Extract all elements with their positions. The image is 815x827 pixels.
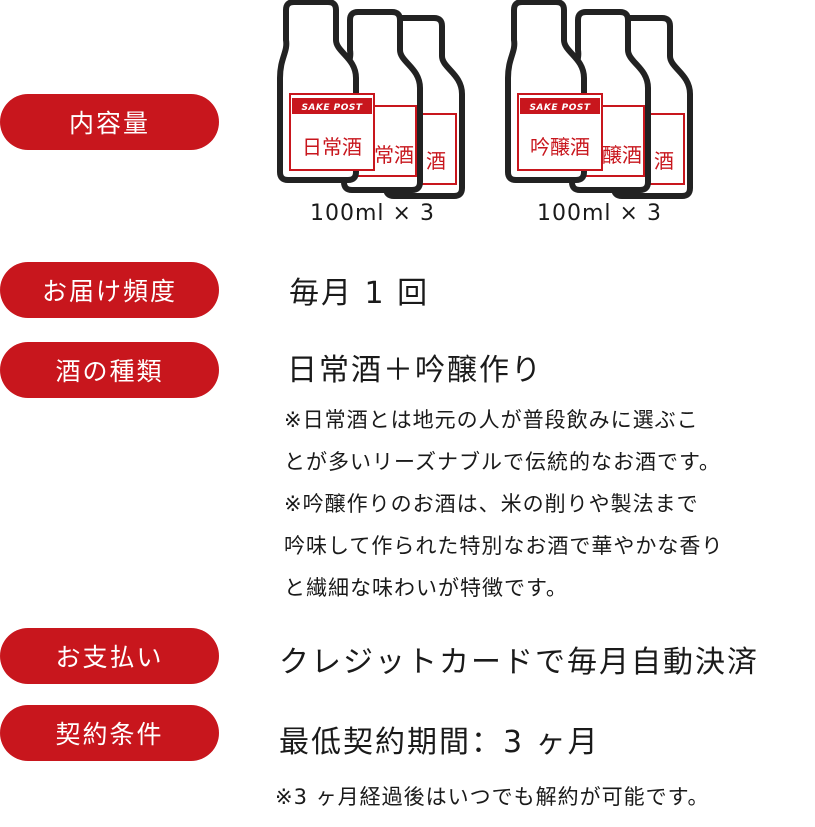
contract-terms-note: ※3 ヶ月経過後はいつでも解約が可能です。 <box>275 785 710 809</box>
label-sake-types-text: 酒の種類 <box>55 357 164 386</box>
frequency-value: 毎月 1 回 <box>289 276 430 311</box>
bottle-brand: SAKE POST <box>301 103 362 113</box>
sake-types-value: 日常酒＋吟醸作り <box>287 353 543 388</box>
label-sake-types: 酒の種類 <box>0 342 219 398</box>
label-contract-terms-text: 契約条件 <box>55 720 164 749</box>
bottle-back-label: 酒 <box>426 149 446 173</box>
note-daily-sake-line1: ※日常酒とは地元の人が普段飲みに選ぶこ <box>284 408 699 432</box>
sake-bottles-illustration: 酒 常酒 SAKE POST 日常酒 酒 醸酒 <box>0 0 815 200</box>
note-ginjo-line3: と繊細な味わいが特徴です。 <box>284 576 568 600</box>
label-contents-text: 内容量 <box>68 109 150 138</box>
label-frequency: お届け頻度 <box>0 262 219 318</box>
sake-bottle-icon: 酒 醸酒 SAKE POST 吟醸酒 <box>508 2 690 196</box>
note-ginjo-line2: 吟味して作られた特別なお酒で華やかな香り <box>284 534 724 558</box>
bottle-back-label: 酒 <box>654 149 674 173</box>
sake-bottle-icon: 酒 常酒 SAKE POST 日常酒 <box>280 2 462 196</box>
payment-value: クレジットカードで毎月自動決済 <box>279 645 759 680</box>
contract-terms-value: 最低契約期間：3 ヶ月 <box>279 725 600 760</box>
bottle-front-label: 日常酒 <box>302 135 362 159</box>
label-contents: 内容量 <box>0 94 219 150</box>
label-contract-terms: 契約条件 <box>0 705 219 761</box>
note-daily-sake-line2: とが多いリーズナブルで伝統的なお酒です。 <box>284 450 721 474</box>
label-payment-text: お支払い <box>55 643 164 672</box>
note-ginjo-line1: ※吟醸作りのお酒は、米の削りや製法まで <box>284 492 699 516</box>
bottle-middle-label: 常酒 <box>374 143 414 167</box>
bottle-middle-label: 醸酒 <box>602 143 642 167</box>
quantity-daily-sake: 100ml × 3 <box>310 201 435 226</box>
quantity-ginjo-sake: 100ml × 3 <box>537 201 662 226</box>
bottle-brand: SAKE POST <box>529 103 590 113</box>
label-frequency-text: お届け頻度 <box>41 277 177 306</box>
label-payment: お支払い <box>0 628 219 684</box>
bottle-front-label: 吟醸酒 <box>530 135 590 159</box>
